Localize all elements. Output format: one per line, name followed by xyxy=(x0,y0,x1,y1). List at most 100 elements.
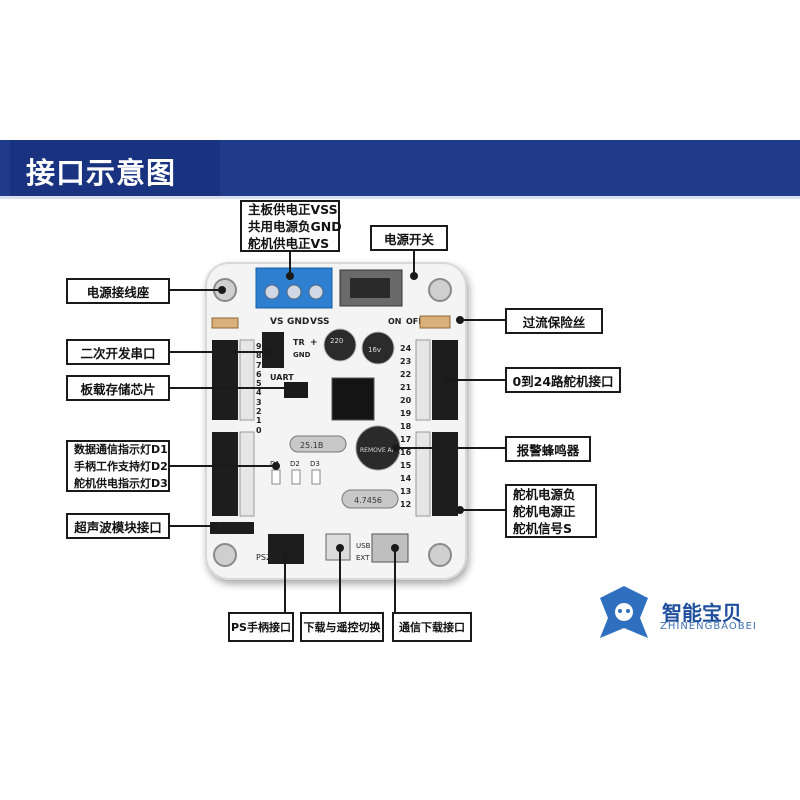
servo-header-right-bottom-sockets xyxy=(415,431,431,517)
servo-header-left-top xyxy=(212,340,238,420)
callout-text: 0到24路舵机接口 xyxy=(512,373,614,389)
callout-usb-port: 通信下载接口 xyxy=(392,612,472,642)
capacitor xyxy=(361,331,395,365)
callout-flash: 板载存储芯片 xyxy=(66,375,170,401)
pin-number: 21 xyxy=(400,383,412,392)
leader-lines xyxy=(170,250,510,612)
callout-power-header: 电源接线座 xyxy=(66,278,170,304)
callout-text: 舵机供电指示灯D3 xyxy=(74,476,168,490)
header-tab xyxy=(10,140,220,196)
led xyxy=(311,469,321,485)
uart-pin-gnd: GND xyxy=(293,351,311,359)
callout-text: 二次开发串口 xyxy=(80,345,156,361)
pin-number: 13 xyxy=(400,487,412,496)
callout-servo-pins: 舵机电源负 舵机电源正 舵机信号S xyxy=(505,484,597,538)
callout-text: 电源接线座 xyxy=(86,284,150,300)
servo-header-left-bottom xyxy=(212,432,238,516)
ps2-label: PS2 xyxy=(256,553,271,562)
callout-servo-ports: 0到24路舵机接口 xyxy=(505,367,621,393)
callout-text: 超声波模块接口 xyxy=(74,519,162,535)
callout-text: PS手柄接口 xyxy=(231,621,291,634)
callout-text: 主板供电正VSS xyxy=(248,201,338,217)
callout-text: 舵机供电正VS xyxy=(248,235,330,251)
brand-subtitle: ZHINENGBAOBEI xyxy=(660,621,757,632)
pin-number: 7 xyxy=(256,360,262,370)
pin-number: 3 xyxy=(256,397,262,407)
led-label: D3 xyxy=(310,460,320,468)
servo-header-left-top-sockets xyxy=(239,339,255,421)
callout-text: 数据通信指示灯D1 xyxy=(74,442,168,456)
pin-number: 1 xyxy=(256,416,262,426)
pin-number: 20 xyxy=(400,396,412,405)
pin-number: 18 xyxy=(400,422,412,431)
pin-number: 23 xyxy=(400,357,412,366)
terminal-label-gnd: GND xyxy=(287,317,309,327)
led xyxy=(291,469,301,485)
pin-number: 14 xyxy=(400,474,412,483)
callout-switch: 电源开关 xyxy=(370,225,448,251)
switch-label-off: OFF xyxy=(406,317,424,326)
pin-number: 2 xyxy=(256,407,262,417)
pin-number: 8 xyxy=(256,351,262,361)
pin-number: 24 xyxy=(400,344,412,353)
uart-pin-plus: + xyxy=(310,338,318,348)
callout-ps-port: PS手柄接口 xyxy=(228,612,294,642)
usb-label-usb: USB xyxy=(356,542,371,550)
pin-number: 5 xyxy=(256,379,262,389)
right-pin-numbers: 24 23 22 21 20 19 18 17 16 15 14 13 12 xyxy=(400,342,416,511)
servo-header-left-bottom-sockets xyxy=(239,431,255,517)
servo-header-right-bottom xyxy=(432,432,458,516)
pin-number: 4 xyxy=(256,388,262,398)
servo-header-right-top-sockets xyxy=(415,339,431,421)
uart-label: UART xyxy=(270,373,294,382)
brand-logo-icon xyxy=(600,586,648,638)
pin-number: 12 xyxy=(400,500,412,509)
switch-label-on: ON xyxy=(388,317,402,326)
callout-text: 下载与遥控切换 xyxy=(303,621,381,634)
pin-number: 6 xyxy=(256,369,262,379)
usb-label-ext: EXT xyxy=(356,554,370,562)
pin-number: 0 xyxy=(256,425,262,435)
terminal-label-vs: VS xyxy=(270,317,283,327)
callout-buzzer: 报警蜂鸣器 xyxy=(505,436,591,462)
usb-connector xyxy=(371,533,409,563)
mounting-hole xyxy=(428,543,452,567)
callout-uart: 二次开发串口 xyxy=(66,339,170,365)
callout-ultrasonic: 超声波模块接口 xyxy=(66,513,170,539)
fuse-right xyxy=(419,315,451,329)
callout-text: 电源开关 xyxy=(383,231,434,247)
ultrasonic-header xyxy=(210,522,254,534)
pin-number: 17 xyxy=(400,435,412,444)
buzzer-label: REMOVE AFTER xyxy=(360,447,407,454)
mcu-chip xyxy=(331,377,375,421)
capacitor-label: 220 xyxy=(330,337,343,345)
led-label: D2 xyxy=(290,460,300,468)
crystal-label: 4.7456 xyxy=(354,496,382,505)
callout-text: 共用电源负GND xyxy=(248,218,342,234)
callout-power-lines: 主板供电正VSS 共用电源负GND 舵机供电正VS xyxy=(240,200,342,252)
callout-text: 舵机信号S xyxy=(513,520,573,536)
pin-number: 9 xyxy=(256,342,262,351)
led xyxy=(271,469,281,485)
callout-fuse: 过流保险丝 xyxy=(505,308,603,334)
crystal-top xyxy=(289,435,347,453)
header-underline xyxy=(0,196,800,199)
mounting-hole xyxy=(213,543,237,567)
callout-text: 通信下载接口 xyxy=(399,621,465,634)
pin-number: 16 xyxy=(400,448,412,457)
capacitor xyxy=(323,328,357,362)
terminal-screw xyxy=(308,284,324,300)
callout-text: 报警蜂鸣器 xyxy=(516,442,580,458)
terminal-screw xyxy=(264,284,280,300)
pin-number: 15 xyxy=(400,461,412,470)
callout-text: 舵机电源正 xyxy=(513,503,576,519)
pin-number: 22 xyxy=(400,370,412,379)
callout-download-switch: 下载与遥控切换 xyxy=(300,612,384,642)
page-title: 接口示意图 xyxy=(26,156,177,190)
mounting-hole xyxy=(428,278,452,302)
callout-text: 舵机电源负 xyxy=(513,486,576,502)
power-switch-slider xyxy=(350,278,390,298)
pin-number: 19 xyxy=(400,409,412,418)
callout-leds: 数据通信指示灯D1 手柄工作支持灯D2 舵机供电指示灯D3 xyxy=(66,440,170,492)
